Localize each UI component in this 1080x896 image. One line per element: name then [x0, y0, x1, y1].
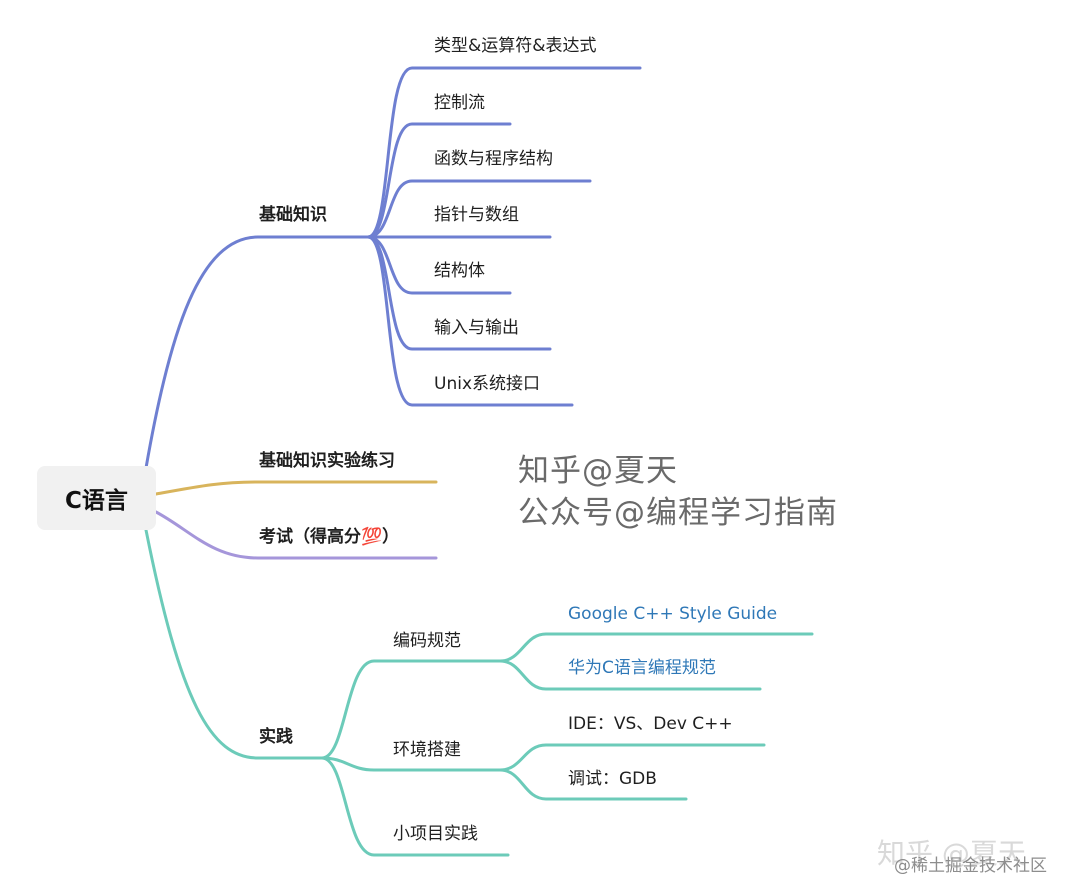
- connector-basics-3: [366, 179, 592, 239]
- practice-environment-setup: 环境搭建: [393, 740, 461, 760]
- basics-item-io: 输入与输出: [434, 318, 519, 338]
- basics-item-structs: 结构体: [434, 261, 485, 281]
- connector-root-practice: [144, 528, 324, 760]
- connector-practice-env: [320, 756, 502, 772]
- practice-coding-standards: 编码规范: [393, 631, 461, 651]
- connector-coding-google: [498, 632, 814, 663]
- connector-env-debug: [498, 768, 688, 801]
- watermark-line-2: 公众号@编程学习指南: [518, 495, 838, 531]
- basics-item-unix: Unix系统接口: [434, 374, 541, 394]
- branch-practice-label: 实践: [259, 727, 293, 747]
- basics-item-types: 类型&运算符&表达式: [434, 36, 597, 56]
- connector-practice-coding: [320, 659, 502, 760]
- watermark-line-1: 知乎@夏天: [518, 453, 678, 489]
- coding-item-huawei-style: 华为C语言编程规范: [568, 658, 716, 678]
- env-item-ide: IDE：VS、Dev C++: [568, 714, 733, 734]
- practice-small-projects: 小项目实践: [393, 824, 478, 844]
- connector-practice-project: [320, 756, 510, 857]
- practice-connectors: [144, 528, 814, 857]
- basics-connectors: [144, 66, 642, 470]
- basics-item-functions: 函数与程序结构: [434, 149, 553, 169]
- basics-item-control-flow: 控制流: [434, 93, 485, 113]
- connector-basics-2: [366, 122, 512, 239]
- connector-root-basics: [144, 235, 370, 470]
- corner-watermark-secondary: @稀土掘金技术社区: [894, 856, 1047, 876]
- connector-basics-7: [366, 235, 574, 407]
- branch-basics-label: 基础知识: [259, 205, 327, 225]
- connector-coding-huawei: [498, 659, 762, 691]
- basics-item-pointers: 指针与数组: [434, 205, 519, 225]
- root-node: C语言: [37, 466, 156, 530]
- connector-root-exam: [154, 510, 438, 560]
- branch-exam-label: 考试（得高分💯）: [259, 527, 400, 547]
- branch-lab-label: 基础知识实验练习: [259, 451, 395, 471]
- corner-watermark-primary: 知乎 @夏天: [877, 837, 1026, 870]
- coding-item-google-style: Google C++ Style Guide: [568, 604, 778, 624]
- connector-root-lab: [154, 480, 438, 496]
- env-item-debugger: 调试：GDB: [568, 769, 657, 789]
- connector-env-ide: [498, 743, 766, 772]
